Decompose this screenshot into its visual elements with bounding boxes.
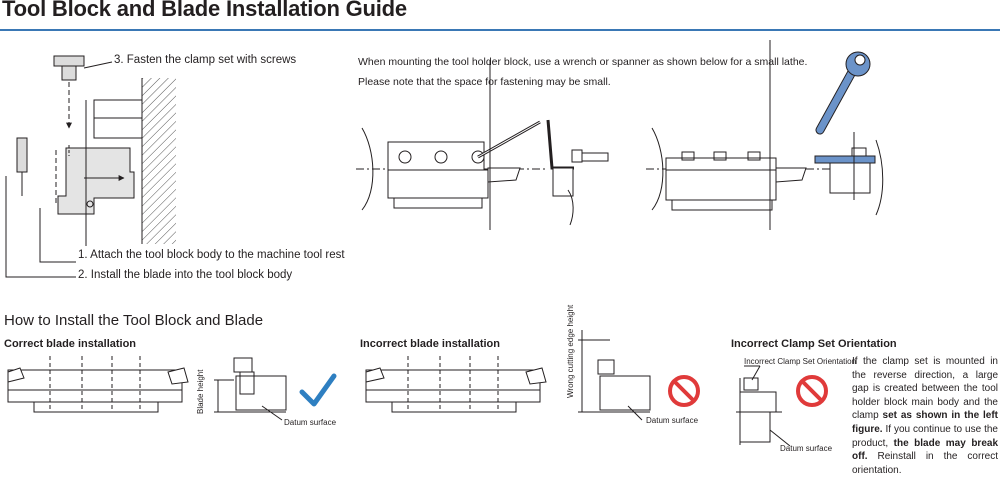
step2-label: 2. Install the blade into the tool block…: [78, 269, 293, 281]
title-rule: [0, 29, 1000, 31]
datum-surface-label-3: Datum surface: [780, 444, 833, 453]
incorrect-clamp-heading: Incorrect Clamp Set Orientation: [731, 338, 897, 350]
clamp-orientation-note: If the clamp set is mounted in the rever…: [852, 356, 998, 476]
wrong-height-label: Wrong cutting edge height: [566, 304, 575, 398]
wrench-figure-left: [356, 60, 609, 230]
prohibited-icon-1: [668, 375, 700, 407]
incorrect-clamp-figure: [736, 365, 791, 447]
checkmark-icon: [299, 373, 337, 407]
screw-head: [53, 55, 85, 67]
mounting-note-line1: When mounting the tool holder block, use…: [358, 56, 808, 68]
mounting-note-line2: Please note that the space for fastening…: [358, 76, 611, 88]
assembly-diagram: [5, 55, 176, 278]
wrench-figure-right: [646, 40, 884, 230]
correct-install-figure: [7, 356, 287, 421]
incorrect-clamp-callout: Incorrect Clamp Set Orientation: [744, 357, 857, 366]
page-title: Tool Block and Blade Installation Guide: [2, 0, 407, 21]
blade: [16, 137, 28, 173]
correct-heading: Correct blade installation: [4, 338, 137, 350]
incorrect-blade-heading: Incorrect blade installation: [360, 338, 500, 350]
screw-body: [61, 65, 77, 81]
tool-block-body: [57, 147, 135, 215]
incorrect-blade-figure: [365, 330, 651, 421]
tool-rest-hatch: [142, 78, 176, 244]
step1-label: 1. Attach the tool block body to the mac…: [78, 249, 345, 261]
step3-label: 3. Fasten the clamp set with screws: [114, 54, 297, 66]
datum-surface-label-2: Datum surface: [646, 416, 699, 425]
wrench-icon: [816, 68, 856, 134]
datum-surface-label-1: Datum surface: [284, 418, 337, 427]
blade-height-label: Blade height: [196, 369, 205, 414]
prohibited-icon-2: [796, 375, 828, 407]
section-heading: How to Install the Tool Block and Blade: [4, 312, 264, 329]
